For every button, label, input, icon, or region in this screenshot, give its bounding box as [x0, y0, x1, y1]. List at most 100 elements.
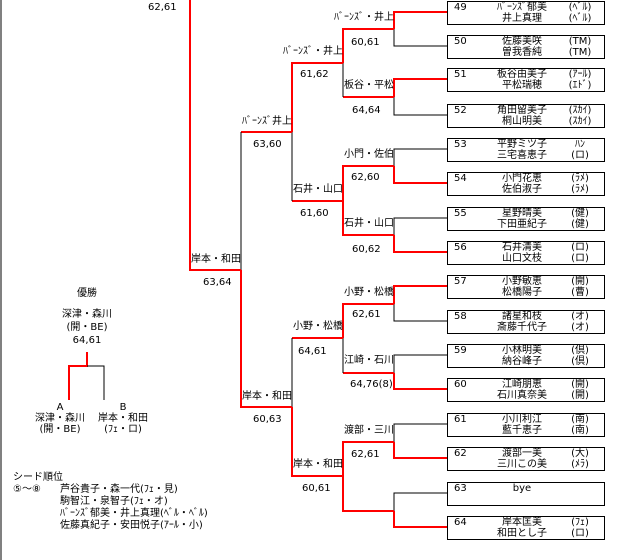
player-name: 渡部一美: [502, 448, 542, 459]
entry-number: 59: [454, 345, 467, 356]
r2-winner: 小野・松橋: [293, 321, 343, 332]
club-name: (開): [571, 379, 589, 390]
club-name: (ロ): [571, 242, 589, 253]
r1-score: 60,61: [351, 37, 380, 48]
r1-winner: 小門・佐伯: [344, 149, 394, 160]
round4-lines: [189, 0, 292, 408]
entry-box: 53 平野ミツ子 ﾊﾝ 三宅喜恵子 (ロ): [447, 138, 605, 162]
player-name: 三宅喜恵子: [497, 150, 547, 161]
entry-number: 56: [454, 242, 467, 253]
club-name: (ｽｶｲ): [568, 116, 592, 127]
club-name: (健): [571, 219, 589, 230]
player-name: 井上真理: [502, 13, 542, 24]
round1-lines: [393, 11, 447, 528]
line-51: [393, 78, 447, 97]
r4-winner: 岸本・和田: [191, 254, 241, 265]
player-name: 藍千恵子: [502, 425, 542, 436]
r1-winner: 渡部・三川: [344, 425, 394, 436]
r1-winner: 板谷・平松: [344, 80, 394, 91]
entry-number: 55: [454, 208, 467, 219]
player-name: 佐伯淑子: [502, 184, 542, 195]
r3-score: 60,63: [253, 414, 282, 425]
club-name: ﾊﾝ: [575, 139, 585, 150]
r3-winner: ﾊﾞｰﾝｽﾞ井上: [242, 116, 292, 127]
player-name: 角田留美子: [497, 105, 547, 116]
line-55: [393, 217, 447, 235]
club-name: (南): [571, 414, 589, 425]
seed-item: 佐藤真紀子・安田悦子(ｱｰﾙ・小): [60, 520, 203, 531]
player-name: 小林明美: [502, 345, 542, 356]
entry-number: 54: [454, 173, 467, 184]
club-name: (オ): [571, 311, 589, 322]
round2-lines: [342, 28, 394, 512]
player-name: ﾊﾞｰﾝｽﾞ郁美: [497, 2, 547, 13]
line-56: [393, 235, 447, 253]
player-name: 納谷峰子: [502, 356, 542, 367]
line-50: [393, 29, 447, 47]
final-b-team: 岸本・和田: [98, 413, 148, 424]
champion-club: (開・BE): [66, 322, 108, 333]
entry-number: 50: [454, 36, 467, 47]
entry-number: 49: [454, 2, 467, 13]
r3-winner: 岸本・和田: [242, 391, 292, 402]
club-name: (開): [571, 390, 589, 401]
player-name: 三川この美: [497, 459, 547, 470]
seed-range: ⑤〜⑧: [13, 484, 41, 495]
seed-item: 芦谷貴子・森一代(ﾌｪ・見): [60, 484, 178, 495]
entry-number: 52: [454, 105, 467, 116]
entry-number: 53: [454, 139, 467, 150]
r4-score: 63,64: [203, 277, 232, 288]
player-name: 板谷由美子: [497, 69, 547, 80]
club-name: (オ): [571, 322, 589, 333]
line-60: [393, 373, 447, 390]
line-64: [393, 511, 447, 528]
player-name: 江崎朋恵: [502, 379, 542, 390]
final-a-team: 深津・森川: [35, 413, 85, 424]
club-name: (TM): [568, 47, 592, 58]
player-name: 小門花恵: [502, 173, 542, 184]
page-left-border: [0, 0, 2, 560]
r3-score: 63,60: [253, 139, 282, 150]
line-63: [393, 492, 447, 511]
club-name: (ﾗﾒ): [571, 184, 589, 195]
r1-winner: 江崎・石川: [344, 355, 394, 366]
player-name: 和田とし子: [497, 528, 547, 539]
line-61: [393, 423, 447, 442]
r1-winner: 石井・山口: [344, 218, 394, 229]
line-49: [393, 11, 447, 29]
seed-item: 駒智江・泉智子(ﾌｪ・オ): [60, 496, 168, 507]
club-name: (ﾍﾞﾙ): [568, 2, 592, 13]
player-name: 下田亜紀子: [497, 219, 547, 230]
club-name: (健): [571, 208, 589, 219]
r2-score: 61,60: [300, 208, 329, 219]
club-name: (ロ): [571, 528, 589, 539]
line-59: [393, 354, 447, 373]
player-name: 平松瑞穂: [502, 80, 542, 91]
entry-number: 61: [454, 414, 467, 425]
player-name: 桐山明美: [502, 116, 542, 127]
player-name: 石川真奈美: [497, 390, 547, 401]
club-name: (ロ): [571, 150, 589, 161]
r2-winner: 岸本・和田: [293, 459, 343, 470]
club-name: (ｴﾄﾞ): [568, 80, 592, 91]
r1-score: 64,76(8): [350, 379, 393, 390]
player-name: 平野ミツ子: [497, 139, 547, 150]
line-58: [393, 304, 447, 322]
champion-title: 優勝: [77, 288, 97, 299]
final-lines: [68, 352, 105, 400]
player-name: 斎藤千代子: [497, 322, 547, 333]
entry-number: 58: [454, 311, 467, 322]
entry-number: 57: [454, 276, 467, 287]
final-b-label: B: [119, 402, 127, 413]
r2-score: 64,61: [298, 346, 327, 357]
